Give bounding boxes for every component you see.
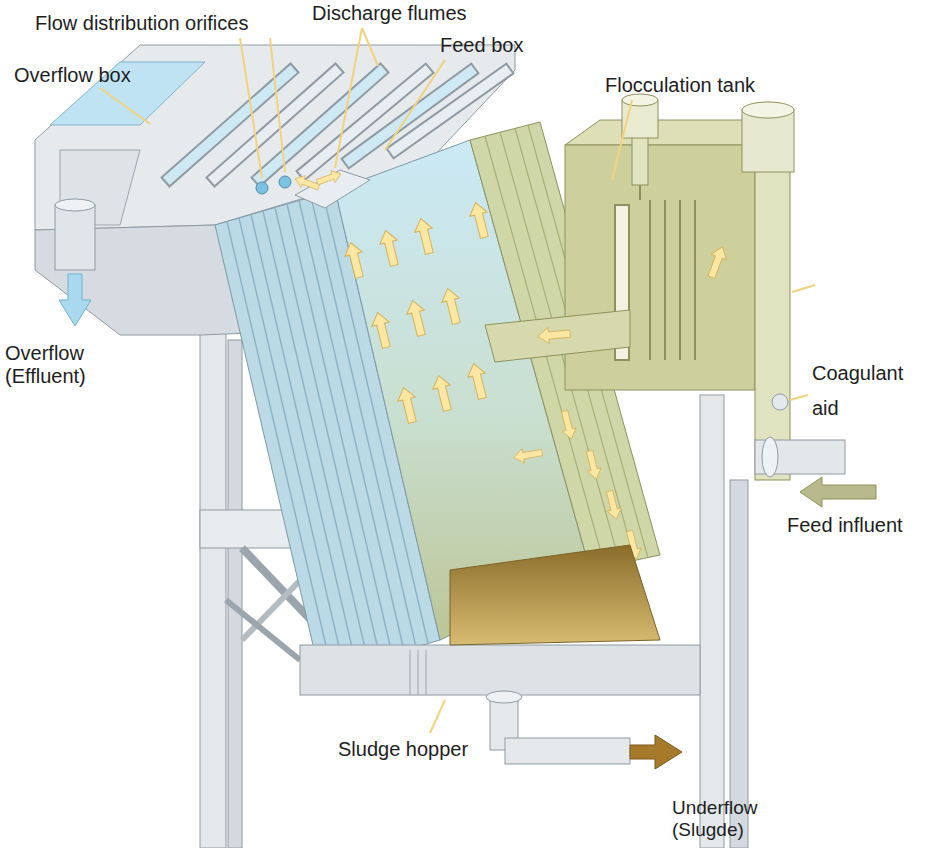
callout-label: Coagulant aid [812, 356, 912, 426]
callout-label: Overflow box [14, 64, 131, 87]
callout-label: Overflow (Effluent) [5, 342, 140, 388]
callout-label: Sludge hopper [335, 738, 471, 761]
callout-label: Feed box [440, 34, 523, 57]
callout-label: Flow distribution orifices [35, 12, 248, 35]
callout-label: Flocculation tank [605, 74, 755, 97]
callout-label: Underflow (Slugde) [672, 797, 792, 841]
callout-label: Feed influent [787, 514, 903, 537]
callout-label: Discharge flumes [312, 2, 467, 25]
